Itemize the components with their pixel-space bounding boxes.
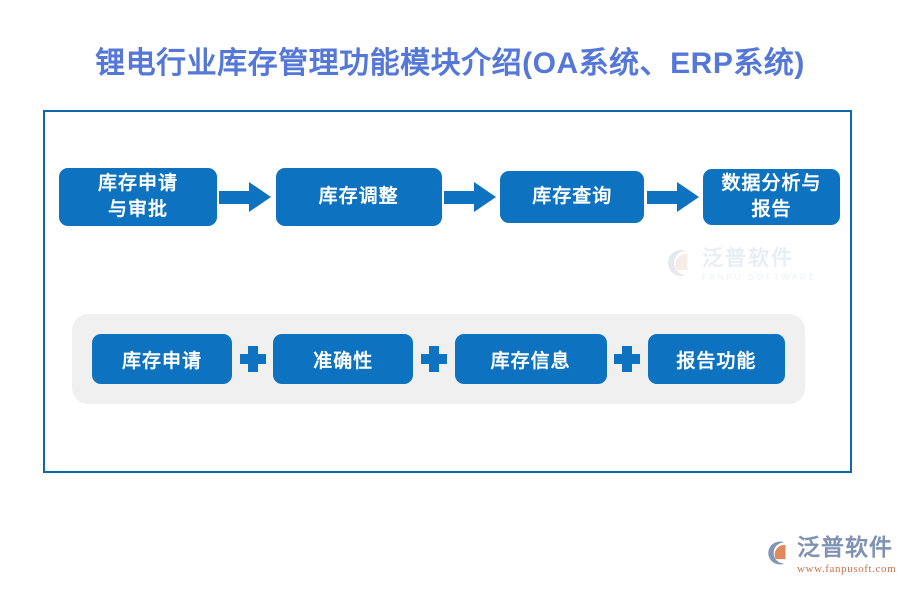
tag-inventory-information[interactable]: 库存信息: [454, 334, 607, 384]
feature-tags-row: 库存申请 准确性 库存信息 报告功能: [92, 331, 785, 387]
footer-brand-cn: 泛普软件: [797, 534, 893, 560]
tag-label: 库存申请: [121, 350, 202, 372]
flow-step-label-line2: 报告: [751, 199, 792, 220]
footer-brand-url: www.fanpusoft.com: [797, 563, 897, 575]
flow-step-inventory-query[interactable]: 库存查询: [500, 171, 645, 223]
plus-icon: [420, 346, 447, 372]
arrow-right-icon: [443, 182, 498, 212]
flow-step-inventory-request-approval[interactable]: 库存申请 与审批: [59, 168, 217, 226]
arrow-shaft: [443, 191, 477, 204]
arrow-right-icon: [219, 182, 273, 212]
flow-step-inventory-adjustment[interactable]: 库存调整: [275, 168, 442, 226]
tag-label: 准确性: [313, 350, 374, 372]
flow-step-label-line1: 数据分析与: [721, 173, 822, 194]
watermark-brand-en: FANPU SOFTWARE: [702, 272, 817, 283]
arrow-head: [473, 182, 496, 212]
flow-step-label-line1: 库存调整: [318, 186, 399, 207]
watermark-brand-cn: 泛普软件: [702, 247, 794, 271]
flow-step-data-analysis-report[interactable]: 数据分析与 报告: [702, 169, 840, 225]
arrow-right-icon: [646, 182, 701, 212]
content-frame: 库存申请 与审批 库存调整 库存查询: [43, 110, 852, 473]
tag-label: 库存信息: [490, 350, 571, 372]
footer-brand-logo: 泛普软件 www.fanpusoft.com: [763, 536, 896, 590]
tag-accuracy[interactable]: 准确性: [273, 334, 414, 384]
page-title: 锂电行业库存管理功能模块介绍(OA系统、ERP系统): [95, 47, 805, 80]
footer-brand-text: 泛普软件 www.fanpusoft.com: [797, 536, 896, 575]
feature-tags-panel: 库存申请 准确性 库存信息 报告功能: [72, 314, 805, 404]
flow-step-label-line2: 与审批: [107, 199, 168, 220]
arrow-shaft: [646, 191, 680, 204]
fanpu-logo-icon: [763, 538, 793, 573]
process-flow-row: 库存申请 与审批 库存调整 库存查询: [59, 165, 840, 229]
arrow-shaft: [219, 191, 253, 204]
flow-step-label-line1: 库存查询: [532, 186, 613, 207]
plus-icon: [239, 346, 266, 372]
watermark-text: 泛普软件 FANPU SOFTWARE: [702, 248, 817, 282]
plus-icon: [614, 346, 641, 372]
tag-report-function[interactable]: 报告功能: [647, 334, 785, 384]
flow-step-label-line1: 库存申请: [97, 173, 178, 194]
arrow-head: [676, 182, 699, 212]
watermark: 泛普软件 FANPU SOFTWARE: [662, 234, 837, 296]
tag-label: 报告功能: [676, 350, 757, 372]
arrow-head: [249, 182, 272, 212]
fanpu-logo-icon: [662, 246, 696, 285]
tag-inventory-request[interactable]: 库存申请: [92, 334, 232, 384]
